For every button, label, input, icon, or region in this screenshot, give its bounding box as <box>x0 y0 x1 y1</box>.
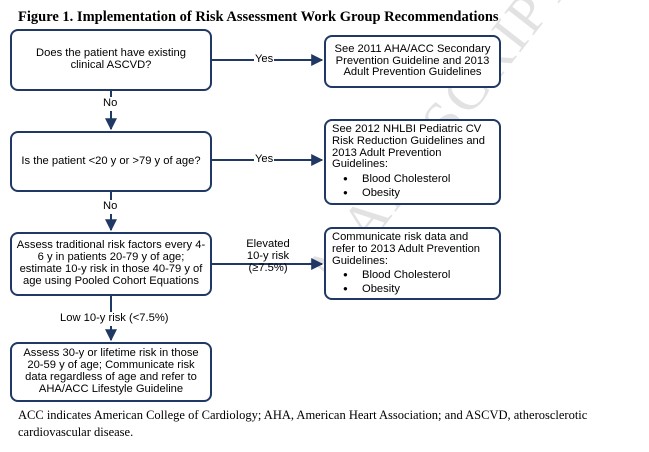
list-item: Obesity <box>343 186 493 200</box>
secondary-prevention-text: See 2011 AHA/ACC Secondary Prevention Gu… <box>334 42 491 79</box>
yes-label-2: Yes <box>254 153 275 166</box>
secondary-prevention-box: See 2011 AHA/ACC Secondary Prevention Gu… <box>324 35 501 88</box>
no-label-1: No <box>103 97 118 111</box>
communicate-risk-box: Communicate risk data and refer to 2013 … <box>324 227 501 300</box>
pediatric-guidelines-list: Blood Cholesterol Obesity <box>332 172 493 200</box>
list-item: Blood Cholesterol <box>343 268 493 282</box>
list-item: Obesity <box>343 282 493 296</box>
question-existing-ascvd-box: Does the patient have existing clinical … <box>10 29 212 91</box>
question-existing-ascvd-text: Does the patient have existing clinical … <box>36 47 186 71</box>
pediatric-guidelines-text: See 2012 NHLBI Pediatric CV Risk Reducti… <box>332 123 485 171</box>
question-age-text: Is the patient <20 y or >79 y of age? <box>21 154 201 167</box>
no-label-2: No <box>103 200 118 214</box>
question-age-box: Is the patient <20 y or >79 y of age? <box>10 131 212 192</box>
elevated-risk-label: Elevated 10-y risk (≥7.5%) <box>246 238 290 274</box>
yes-label-1: Yes <box>254 53 275 66</box>
list-item: Blood Cholesterol <box>343 172 493 186</box>
communicate-risk-text: Communicate risk data and refer to 2013 … <box>332 231 481 267</box>
low-risk-label: Low 10-y risk (<7.5%) <box>58 312 171 326</box>
assess-risk-factors-text: Assess traditional risk factors every 4-… <box>16 239 206 287</box>
lifetime-risk-box: Assess 30-y or lifetime risk in those 20… <box>10 342 212 402</box>
figure-title: Figure 1. Implementation of Risk Assessm… <box>18 9 499 25</box>
figure-caption: ACC indicates American College of Cardio… <box>18 408 588 439</box>
pediatric-guidelines-box: See 2012 NHLBI Pediatric CV Risk Reducti… <box>324 119 501 205</box>
communicate-risk-list: Blood Cholesterol Obesity <box>332 268 493 296</box>
assess-risk-factors-box: Assess traditional risk factors every 4-… <box>10 232 212 296</box>
lifetime-risk-text: Assess 30-y or lifetime risk in those 20… <box>23 347 199 395</box>
